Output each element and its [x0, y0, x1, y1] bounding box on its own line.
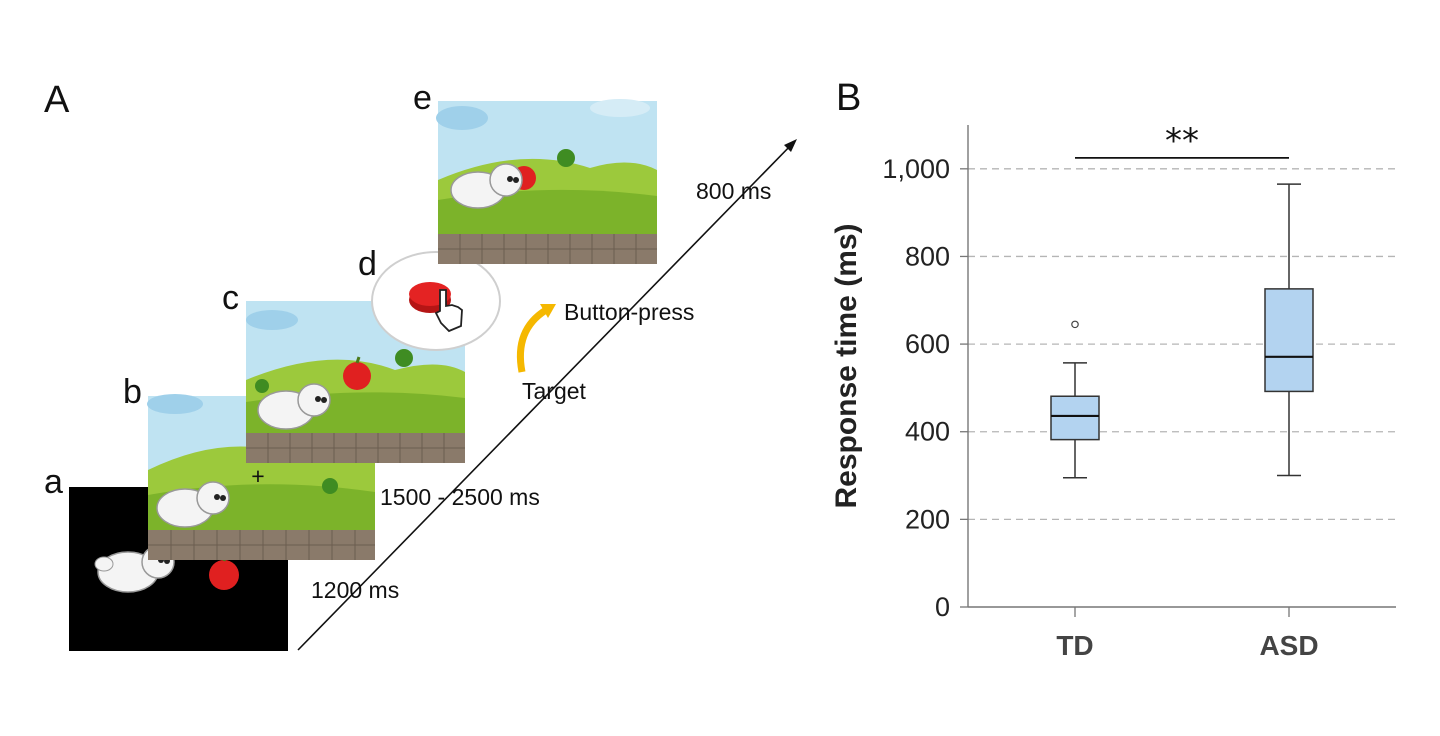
significance-label: ** [1165, 121, 1199, 161]
apple-sprite [343, 356, 371, 390]
x-category-label: TD [1056, 630, 1093, 661]
screen-d: d [358, 245, 501, 351]
screen-a-letter: a [44, 463, 63, 501]
curved-arrow-icon [516, 307, 548, 373]
cat-sprite [257, 383, 331, 430]
y-axis-label: Response time (ms) [830, 223, 863, 508]
outlier-point [1071, 320, 1079, 329]
x-category-label: ASD [1259, 630, 1318, 661]
screen-e-letter: e [413, 79, 432, 117]
fixation-cross: + [251, 463, 264, 489]
y-tick-label: 0 [935, 592, 950, 622]
screen-c-letter: c [222, 279, 239, 317]
brick-lines [438, 234, 657, 264]
box-td [1050, 395, 1100, 441]
y-tick-label: 200 [905, 504, 950, 534]
target-label: Target [522, 378, 587, 404]
cloud [436, 106, 488, 130]
brick-lines [246, 433, 465, 463]
y-tick-label: 800 [905, 241, 950, 271]
cloud [246, 310, 298, 330]
curved-arrow-head [540, 304, 556, 318]
cloud [590, 99, 650, 117]
button-press-label: Button-press [564, 299, 694, 325]
tree [322, 478, 338, 494]
timing-1500-2500: 1500 - 2500 ms [380, 484, 540, 510]
cat-sprite [450, 163, 523, 209]
pointing-hand-icon [434, 289, 463, 333]
panel-b-label: B [836, 77, 861, 119]
timeline-arrowhead [784, 139, 797, 152]
tree [255, 379, 269, 393]
tree [395, 349, 413, 367]
screen-b-letter: b [123, 373, 142, 411]
cat-sprite [156, 481, 230, 528]
y-tick-label: 600 [905, 329, 950, 359]
timeline-axis [297, 140, 796, 651]
y-tick-label: 400 [905, 417, 950, 447]
panel-a-label: A [44, 79, 70, 121]
timing-800: 800 ms [696, 178, 771, 204]
timing-1200: 1200 ms [311, 577, 399, 603]
tree [557, 149, 575, 167]
panel-a: A a b [44, 79, 797, 651]
y-tick-label: 1,000 [882, 154, 950, 184]
screen-e: e [413, 79, 657, 264]
box-asd [1264, 288, 1314, 393]
cloud [147, 394, 203, 414]
brick-lines [148, 530, 375, 560]
screen-d-letter: d [358, 245, 377, 283]
